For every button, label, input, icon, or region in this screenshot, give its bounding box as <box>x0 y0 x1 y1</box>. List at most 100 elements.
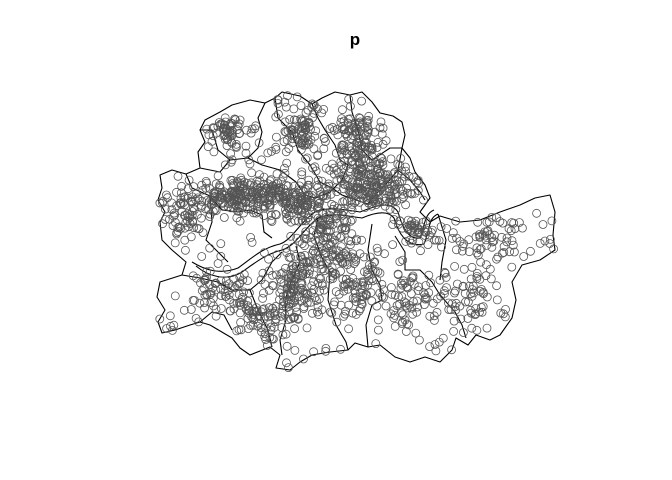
point-marker <box>360 135 369 145</box>
point-marker <box>412 296 422 306</box>
point-marker <box>214 182 224 192</box>
point-marker <box>347 281 357 291</box>
point-marker <box>343 252 353 261</box>
point-marker <box>296 283 306 293</box>
point-marker <box>504 224 514 234</box>
point-marker <box>188 295 198 305</box>
point-marker <box>373 267 383 277</box>
point-marker <box>290 345 300 355</box>
point-marker <box>359 252 369 262</box>
point-marker <box>283 363 293 373</box>
point-marker <box>350 126 360 136</box>
point-marker <box>438 333 448 343</box>
point-marker <box>463 314 473 323</box>
point-marker <box>279 297 289 307</box>
point-marker <box>406 221 416 231</box>
point-marker <box>482 323 492 333</box>
point-marker <box>381 136 391 146</box>
point-marker <box>378 169 388 179</box>
point-marker <box>346 236 356 246</box>
point-marker <box>298 186 308 196</box>
point-marker <box>425 342 435 352</box>
point-marker <box>187 207 197 216</box>
point-marker <box>279 192 289 202</box>
point-marker <box>186 305 196 314</box>
points-layer <box>155 91 558 373</box>
point-marker <box>302 153 312 163</box>
point-marker <box>397 176 407 186</box>
point-marker <box>413 228 422 238</box>
point-marker <box>272 250 282 260</box>
point-marker <box>177 181 187 191</box>
point-marker <box>336 209 346 219</box>
point-marker <box>497 248 507 258</box>
point-marker <box>403 224 413 234</box>
point-marker <box>300 265 310 275</box>
point-marker <box>209 123 219 133</box>
point-marker <box>233 121 243 131</box>
point-marker <box>173 226 183 236</box>
point-marker <box>377 279 387 289</box>
point-marker <box>338 258 348 268</box>
point-marker <box>307 191 317 200</box>
point-marker <box>211 206 221 216</box>
point-marker <box>389 196 399 206</box>
point-marker <box>313 175 323 185</box>
point-marker <box>303 180 313 190</box>
point-marker <box>285 115 295 124</box>
point-marker <box>299 294 309 304</box>
point-marker <box>299 354 308 364</box>
point-marker <box>275 288 285 298</box>
point-marker <box>492 295 502 305</box>
point-marker <box>241 141 251 151</box>
point-marker <box>258 293 268 303</box>
point-marker <box>170 238 180 248</box>
point-marker <box>301 125 311 135</box>
point-marker <box>232 280 242 290</box>
point-marker <box>297 239 307 249</box>
point-marker <box>220 281 230 291</box>
point-marker <box>314 235 324 245</box>
point-marker <box>432 307 442 317</box>
point-marker <box>359 154 369 164</box>
point-marker <box>472 273 482 283</box>
point-marker <box>301 227 311 237</box>
point-marker <box>354 133 364 143</box>
point-marker <box>309 270 319 280</box>
point-marker <box>402 319 412 329</box>
point-marker <box>377 180 387 190</box>
point-marker <box>393 220 403 229</box>
point-marker <box>484 230 494 240</box>
point-marker <box>282 248 292 258</box>
point-marker <box>447 345 457 355</box>
point-marker <box>210 279 220 289</box>
point-marker <box>363 265 373 275</box>
point-marker <box>390 290 400 300</box>
point-marker <box>401 298 411 308</box>
point-marker <box>182 216 192 225</box>
point-marker <box>419 300 429 310</box>
point-marker <box>508 240 518 250</box>
point-marker <box>341 247 351 257</box>
point-marker <box>322 259 332 269</box>
point-marker <box>459 264 469 274</box>
point-marker <box>375 169 385 179</box>
point-marker <box>515 218 524 227</box>
point-marker <box>284 144 294 153</box>
point-marker <box>428 298 438 308</box>
point-marker <box>338 197 348 207</box>
point-marker <box>368 187 378 197</box>
point-marker <box>234 206 244 216</box>
point-marker <box>348 279 358 289</box>
point-marker <box>343 114 353 124</box>
point-marker <box>347 229 357 239</box>
point-marker <box>219 201 229 211</box>
point-marker <box>226 149 236 159</box>
point-marker <box>436 222 446 232</box>
point-marker <box>317 305 327 315</box>
point-marker <box>315 198 325 208</box>
borough-line <box>394 235 467 339</box>
point-marker <box>434 236 444 245</box>
point-marker <box>391 205 401 215</box>
point-marker <box>222 264 232 274</box>
